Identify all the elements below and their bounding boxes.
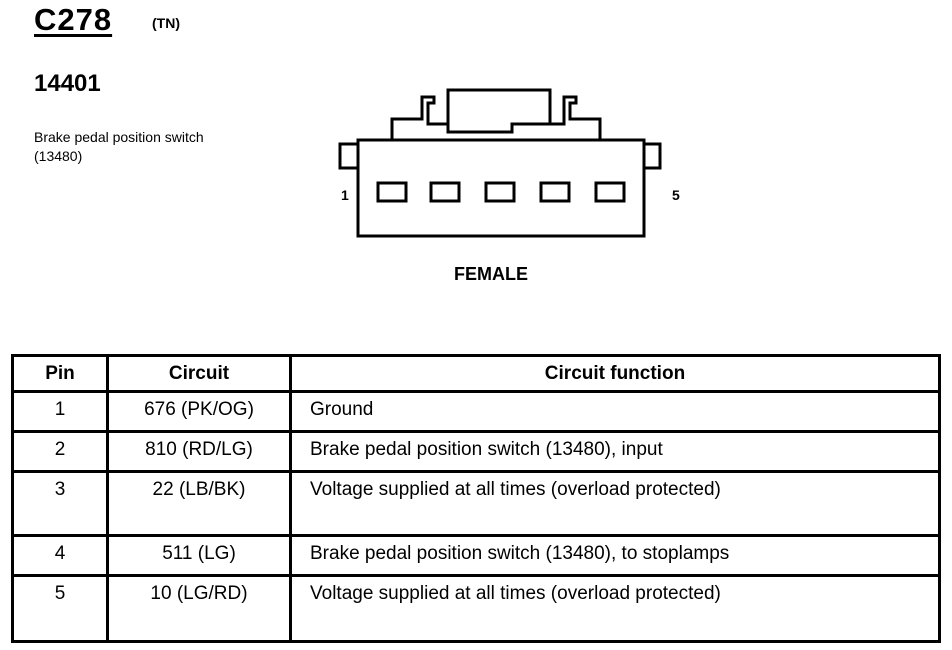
pin-1-label: 1 [341, 187, 349, 203]
column-header-circuit: Circuit [106, 354, 292, 393]
pin-cell: 4 [11, 534, 109, 577]
function-cell: Brake pedal position switch (13480), inp… [289, 430, 941, 473]
circuit-cell: 810 (RD/LG) [106, 430, 292, 473]
circuit-cell: 10 (LG/RD) [106, 574, 292, 643]
connector-face-diagram [338, 88, 662, 238]
pin-cell: 2 [11, 430, 109, 473]
function-cell: Brake pedal position switch (13480), to … [289, 534, 941, 577]
column-header-pin: Pin [11, 354, 109, 393]
function-cell: Voltage supplied at all times (overload … [289, 574, 941, 643]
pin-cell: 3 [11, 470, 109, 537]
circuit-cell: 22 (LB/BK) [106, 470, 292, 537]
pin-cavity-4 [539, 181, 571, 203]
column-header-function: Circuit function [289, 354, 941, 393]
table-header-row: Pin Circuit Circuit function [11, 354, 941, 393]
pin-cavity-5 [594, 181, 626, 203]
pinout-table: Pin Circuit Circuit function 1 676 (PK/O… [11, 354, 941, 643]
function-cell: Ground [289, 390, 941, 433]
table-row: 4 511 (LG) Brake pedal position switch (… [11, 534, 941, 577]
connector-code: (TN) [152, 15, 180, 31]
pin-cell: 5 [11, 574, 109, 643]
part-number: 14401 [34, 70, 101, 97]
circuit-cell: 511 (LG) [106, 534, 292, 577]
connector-id: C278 [34, 2, 113, 37]
circuit-cell: 676 (PK/OG) [106, 390, 292, 433]
left-latch-ear [338, 142, 358, 170]
top-latch-right [550, 95, 602, 140]
right-latch-ear [644, 142, 662, 170]
function-cell: Voltage supplied at all times (overload … [289, 470, 941, 537]
pin-cell: 1 [11, 390, 109, 433]
table-row: 2 810 (RD/LG) Brake pedal position switc… [11, 430, 941, 473]
pin-cavity-1 [376, 181, 408, 203]
pin-cavity-3 [484, 181, 516, 203]
connector-gender-label: FEMALE [454, 264, 528, 284]
table-row: 3 22 (LB/BK) Voltage supplied at all tim… [11, 470, 941, 537]
component-description: Brake pedal position switch (13480) [34, 129, 204, 164]
pin-5-label: 5 [672, 187, 680, 203]
pin-cavity-2 [429, 181, 461, 203]
table-row: 1 676 (PK/OG) Ground [11, 390, 941, 433]
table-row: 5 10 (LG/RD) Voltage supplied at all tim… [11, 574, 941, 643]
connector-body [356, 138, 646, 238]
top-latch [390, 88, 552, 140]
